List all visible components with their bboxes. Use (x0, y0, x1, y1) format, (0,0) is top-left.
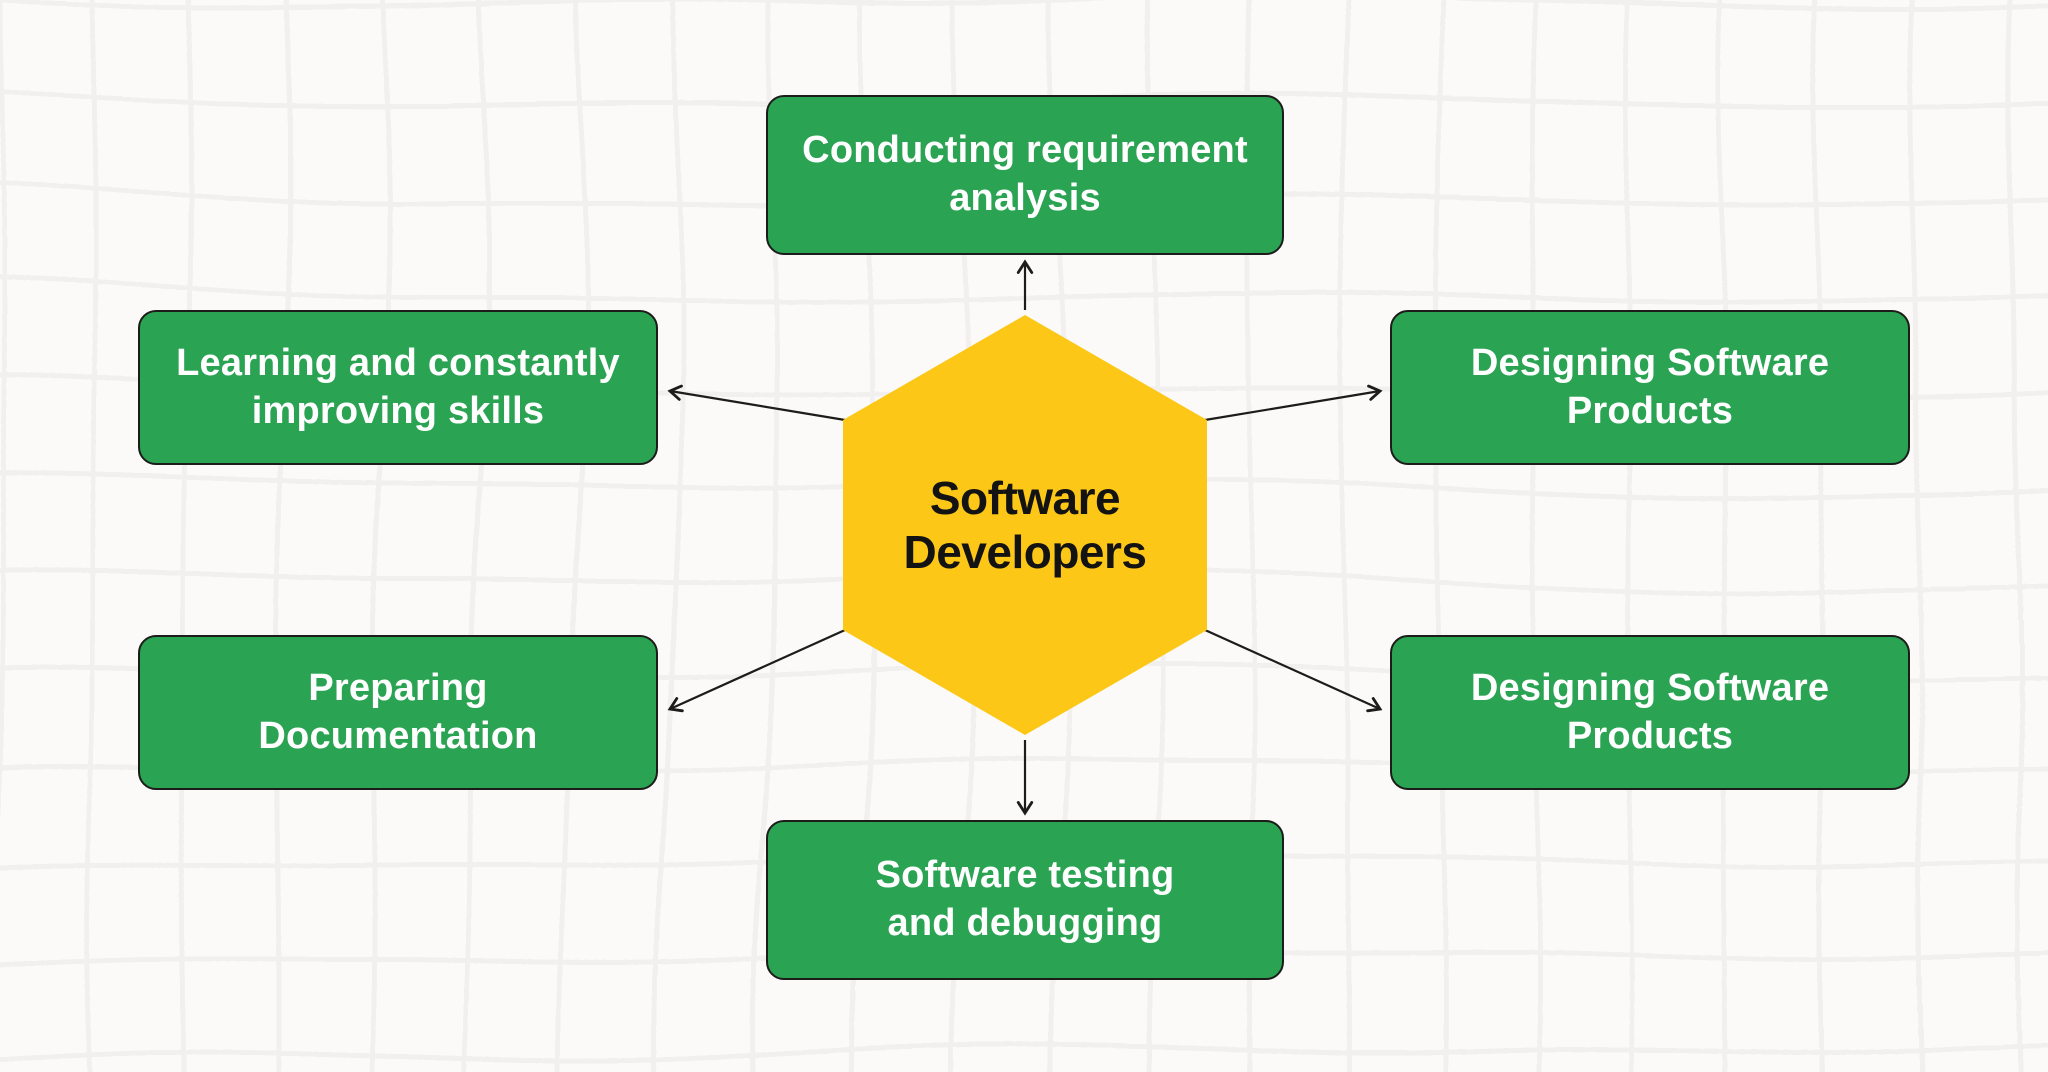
node-label: Software testing and debugging (875, 854, 1175, 944)
node-software-testing-debugging: Software testing and debugging (766, 820, 1284, 980)
node-designing-software-products-top: Designing Software Products (1390, 310, 1910, 465)
center-node-label: Software Developers (903, 471, 1147, 578)
node-label: Preparing Documentation (258, 666, 538, 757)
arrow-to-left-top-node (667, 384, 846, 422)
node-label: Designing Software Products (1470, 666, 1830, 757)
arrow-to-right-bottom-node (1204, 628, 1383, 713)
node-preparing-documentation: Preparing Documentation (138, 635, 658, 790)
node-label: Learning and constantly improving skills (176, 341, 620, 432)
arrow-to-right-top-node (1204, 384, 1383, 422)
arrow-to-left-bottom-node (667, 628, 846, 713)
node-label: Conducting requirement analysis (802, 129, 1248, 219)
node-conducting-requirement-analysis: Conducting requirement analysis (766, 95, 1284, 255)
node-learning-improving-skills: Learning and constantly improving skills (138, 310, 658, 465)
node-label: Designing Software Products (1470, 341, 1830, 432)
node-designing-software-products-bottom: Designing Software Products (1390, 635, 1910, 790)
